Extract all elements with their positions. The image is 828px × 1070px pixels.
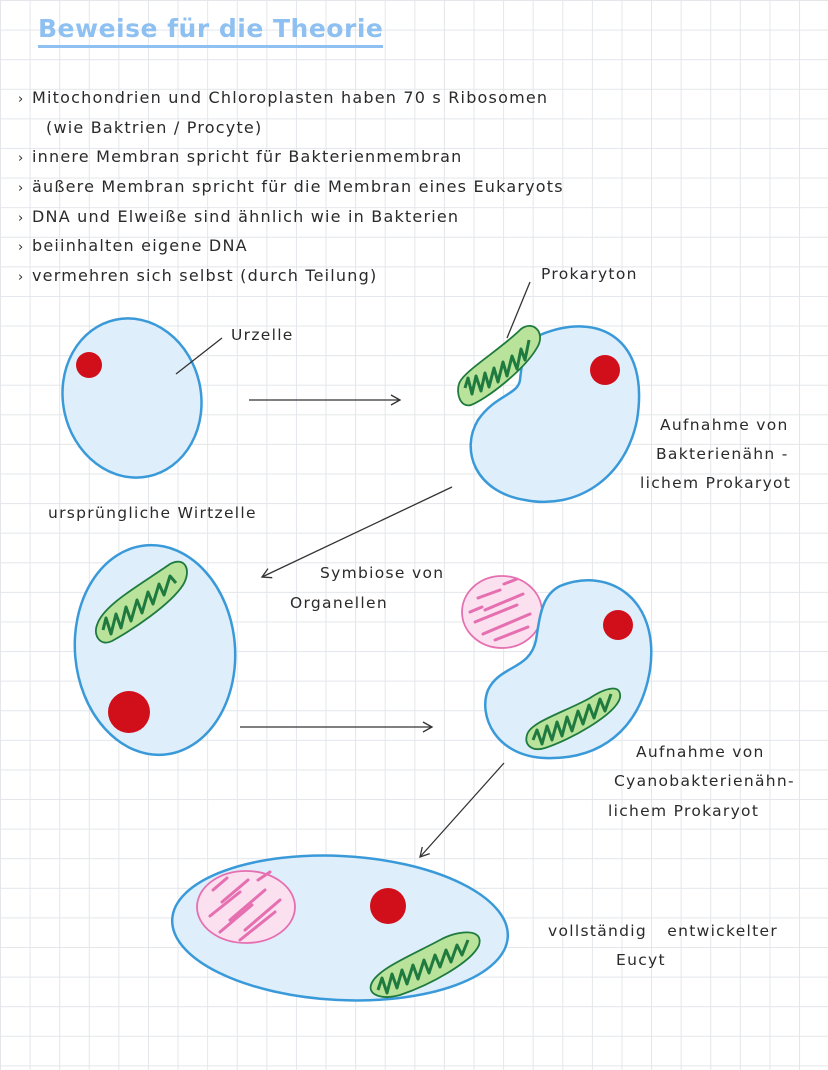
symbiose-line-1: Symbiose von bbox=[320, 564, 445, 582]
list-item: ›DNA und Elweiße sind ähnlich wie in Bak… bbox=[18, 207, 460, 226]
list-item: ›innere Membran spricht für Bakterienmem… bbox=[18, 147, 463, 166]
chevron-right-icon: › bbox=[18, 240, 25, 255]
chevron-right-icon: › bbox=[18, 211, 25, 226]
aufnahme-cyano-line-2: Cyanobakterienähn- bbox=[614, 772, 795, 790]
list-item: ›Mitochondrien und Chloroplasten haben 7… bbox=[18, 88, 549, 107]
aufnahme-cyano-line-1: Aufnahme von bbox=[636, 743, 765, 761]
mitochondrion bbox=[369, 931, 481, 998]
symbiose-line-2: Organellen bbox=[290, 594, 388, 612]
urzelle-pointer bbox=[175, 337, 223, 375]
chevron-right-icon: › bbox=[18, 151, 25, 166]
nucleus bbox=[108, 691, 150, 733]
chevron-right-icon: › bbox=[18, 181, 25, 196]
mitochondrion bbox=[525, 687, 621, 750]
aufnahme-bakterien-line-2: Bakterienähn - bbox=[656, 445, 789, 463]
aufnahme-bakterien-line-3: lichem Prokaryot bbox=[640, 474, 792, 492]
list-item: ›beiinhalten eigene DNA bbox=[18, 236, 248, 255]
nucleus bbox=[590, 355, 620, 385]
wirtzelle-label: ursprüngliche Wirtzelle bbox=[48, 504, 257, 522]
host-with-mitochondrion bbox=[73, 543, 237, 757]
nucleus bbox=[603, 610, 633, 640]
page-title: Beweise für die Theorie bbox=[38, 14, 384, 48]
nucleus bbox=[76, 352, 102, 378]
chevron-right-icon: › bbox=[18, 270, 25, 285]
cell-membrane bbox=[73, 543, 237, 757]
mitochondrion bbox=[95, 560, 188, 644]
eucyte-cell bbox=[170, 854, 510, 1002]
arrow-diagonal bbox=[419, 762, 505, 858]
urzelle-label: Urzelle bbox=[231, 326, 294, 344]
cell-membrane bbox=[61, 317, 203, 479]
host-with-mitochondrion-2 bbox=[484, 579, 653, 760]
list-item: ›äußere Membran spricht für die Membran … bbox=[18, 177, 564, 196]
list-item: (wie Baktrien / Procyte) bbox=[46, 118, 263, 137]
list-item: ›vermehren sich selbst (durch Teilung) bbox=[18, 266, 378, 285]
host-with-prokaryote bbox=[457, 281, 641, 504]
chevron-right-icon: › bbox=[18, 92, 25, 107]
mitochondrion bbox=[457, 325, 541, 407]
urzelle-cell bbox=[61, 317, 223, 479]
eucyt-line-2: Eucyt bbox=[616, 951, 666, 969]
prokaryton-pointer bbox=[506, 281, 531, 339]
chloroplast bbox=[196, 870, 296, 944]
nucleus bbox=[370, 888, 406, 924]
eucyt-line-1: vollständig entwickelter bbox=[548, 922, 779, 940]
free-chloroplast bbox=[461, 575, 543, 649]
aufnahme-cyano-line-3: lichem Prokaryot bbox=[608, 802, 760, 820]
prokaryton-label: Prokaryton bbox=[541, 265, 638, 283]
aufnahme-bakterien-line-1: Aufnahme von bbox=[660, 416, 789, 434]
arrow-diagonal bbox=[260, 486, 453, 579]
